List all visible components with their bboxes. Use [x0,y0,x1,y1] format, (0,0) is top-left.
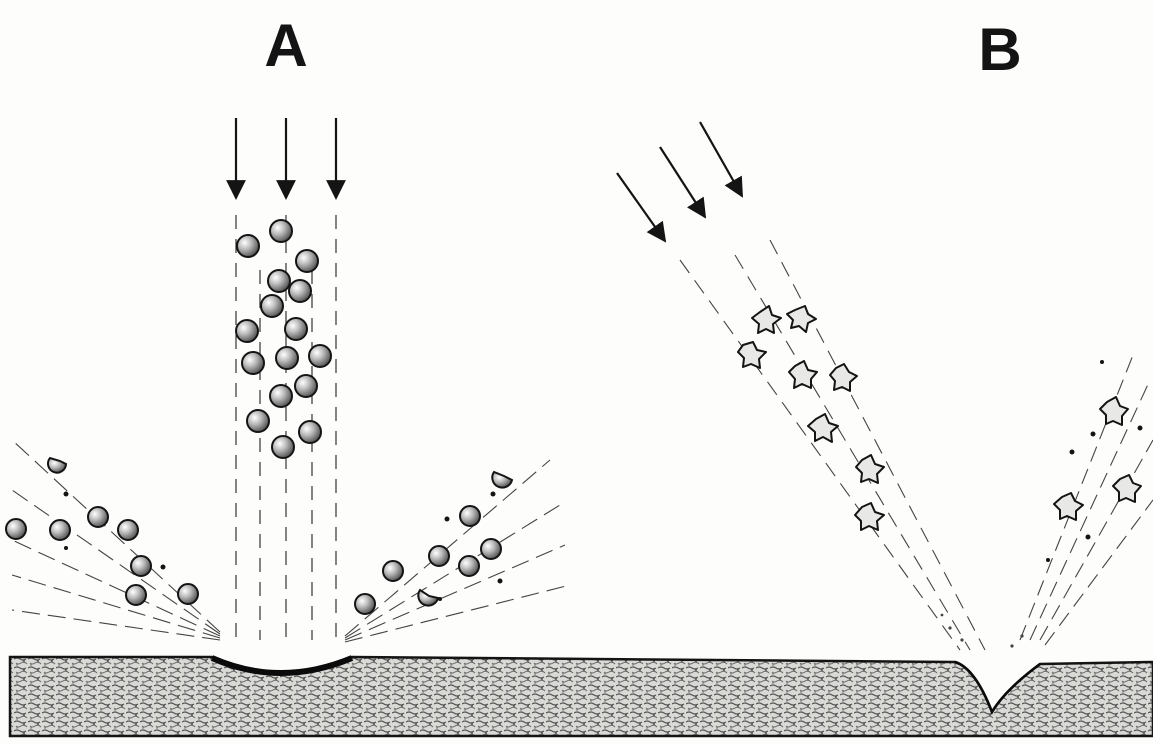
rebound-streaks-left-a [12,440,220,640]
angular-particle-icon [1113,475,1141,502]
spherical-particle-icon [6,519,26,539]
spherical-particle-icon [268,270,290,292]
panel-a [6,118,570,642]
spherical-particle-icon [236,320,258,342]
spherical-particle-icon [178,584,198,604]
panel-label-a: A [264,12,307,79]
particle-fragment-icon [418,590,438,606]
angular-particle-icon [738,342,766,368]
spherical-particle-icon [118,520,138,540]
rebound-streaks-right-a [345,460,570,642]
angular-particle-icon [752,306,781,333]
spherical-particle-icon [459,556,479,576]
angular-particle-icon [789,361,817,388]
angular-particle-icon [830,364,857,391]
spherical-particle-icon [383,561,403,581]
spherical-particle-icon [270,220,292,242]
arrow-icon [700,122,742,196]
substrate [10,657,1153,736]
panel-b [617,122,1153,650]
panel-label-b: B [978,16,1021,83]
spherical-particle-icon [285,318,307,340]
fragments-b [1046,360,1143,562]
spherical-particle-icon [126,585,146,605]
angular-particle-icon [787,306,816,332]
spherical-particle-icon [270,385,292,407]
spherical-particle-icon [50,520,70,540]
spherical-particle-icon [131,556,151,576]
incoming-arrows-b [617,122,742,241]
spherical-particle-icon [289,280,311,302]
angular-particle-icon [1100,397,1128,425]
spherical-particle-icon [295,375,317,397]
particle-fragment-icon [492,472,512,488]
arrow-icon [617,173,665,241]
spherical-particle-icon [309,345,331,367]
spherical-particle-icon [88,507,108,527]
incident-spheres-a [236,220,331,458]
rebound-spheres-left-a [6,458,198,605]
incident-grains-b [738,306,884,530]
angular-particle-icon [856,455,884,483]
angular-particle-icon [855,503,884,530]
fragments-left-a [64,492,166,570]
spherical-particle-icon [460,506,480,526]
rebound-grains-b [1054,397,1141,520]
spherical-particle-icon [247,410,269,432]
spherical-particle-icon [299,421,321,443]
spherical-particle-icon [272,436,294,458]
spherical-particle-icon [261,295,283,317]
spherical-particle-icon [296,250,318,272]
spherical-particle-icon [237,235,259,257]
angular-particle-icon [1054,493,1083,520]
rebound-spheres-right-a [355,472,512,614]
angular-particle-icon [808,414,838,442]
incoming-arrows-a [236,118,336,198]
spherical-particle-icon [242,352,264,374]
arrow-icon [660,147,705,217]
spherical-particle-icon [429,546,449,566]
spherical-particle-icon [481,539,501,559]
impact-debris-b [941,614,1024,648]
particle-fragment-icon [48,458,66,473]
spherical-particle-icon [355,594,375,614]
spherical-particle-icon [276,347,298,369]
particle-stream-guides-b [680,240,985,650]
